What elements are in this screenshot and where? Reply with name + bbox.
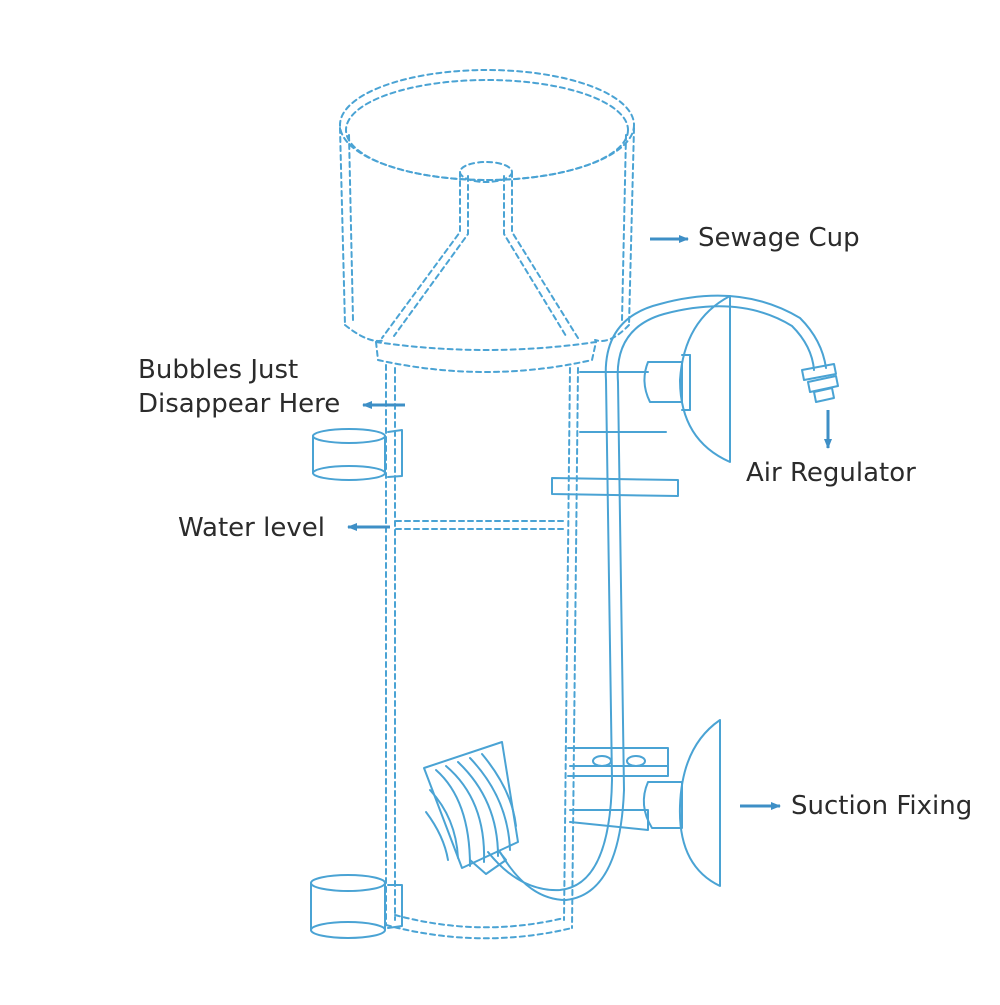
sewage-cup-label: Sewage Cup <box>698 223 860 253</box>
main-column <box>385 364 579 940</box>
sewage-cup <box>339 69 635 373</box>
lower-outlet-tube <box>310 874 403 939</box>
air-regulator-label: Air Regulator <box>746 458 916 488</box>
upper-suction-bracket <box>551 295 731 497</box>
callout-arrows <box>347 235 832 810</box>
water-level-label: Water level <box>178 513 325 543</box>
bubbles-label: Bubbles Just Disappear Here <box>138 353 340 421</box>
lower-suction-bracket <box>567 719 721 887</box>
water-level-line <box>395 520 567 530</box>
upper-outlet-tube <box>312 428 403 481</box>
bubbles-label-line1: Bubbles Just <box>138 355 299 385</box>
bubbles-label-line2: Disappear Here <box>138 389 341 419</box>
suction-fixing-label: Suction Fixing <box>791 791 973 821</box>
air-stone <box>423 741 519 875</box>
air-hose <box>487 294 839 901</box>
